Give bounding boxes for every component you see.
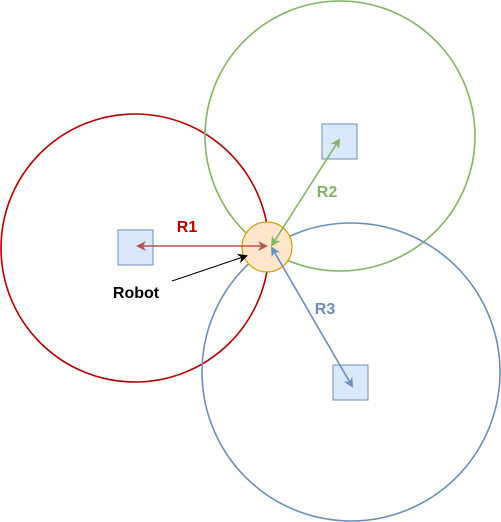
label-r3: R3 <box>315 301 336 318</box>
robot-node <box>241 221 293 273</box>
range-circle-r3 <box>201 222 501 522</box>
range-arrow-r3 <box>270 246 354 388</box>
anchor-2 <box>321 123 358 160</box>
robot-pointer-arrow <box>171 253 248 282</box>
label-robot: Robot <box>113 285 160 302</box>
range-arrow-r2 <box>270 138 341 247</box>
label-r2: R2 <box>317 184 338 201</box>
anchor-1 <box>117 229 154 266</box>
label-r1: R1 <box>177 219 198 236</box>
